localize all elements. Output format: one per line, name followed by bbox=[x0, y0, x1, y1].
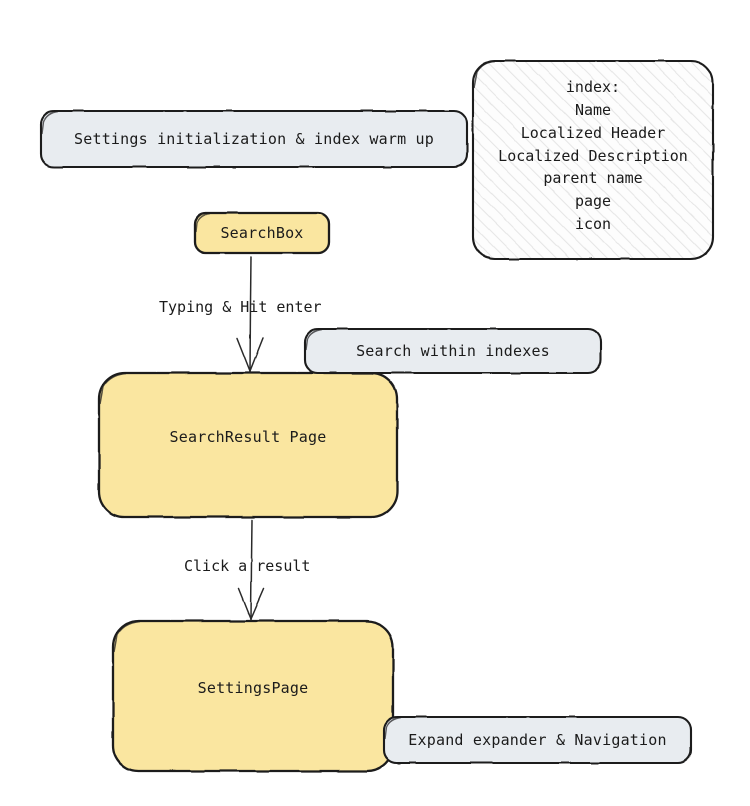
node-expand-expander-navigation-label: Expand expander & Navigation bbox=[408, 730, 667, 749]
node-index-field-list: index: Name Localized Header Localized D… bbox=[498, 76, 688, 236]
node-searchresult-page[interactable]: SearchResult Page bbox=[96, 370, 400, 520]
node-settings-initialization[interactable]: Settings initialization & index warm up bbox=[38, 108, 470, 170]
index-line-icon: icon bbox=[574, 214, 612, 233]
node-search-within-indexes-label: Search within indexes bbox=[356, 341, 550, 360]
index-line-parent-name: parent name bbox=[543, 169, 643, 188]
node-searchbox-label: SearchBox bbox=[220, 223, 304, 242]
node-searchresult-page-shape bbox=[97, 371, 399, 519]
node-searchresult-page-label: SearchResult Page bbox=[169, 427, 327, 446]
node-settings-initialization-label: Settings initialization & index warm up bbox=[74, 129, 434, 148]
index-line-name: Name bbox=[574, 101, 612, 119]
edge-searchresult-to-settingspage bbox=[238, 519, 265, 621]
node-expand-expander-navigation-shape bbox=[382, 715, 693, 765]
index-line-localized-header: Localized Header bbox=[520, 123, 666, 142]
node-settings-initialization-shape bbox=[39, 109, 469, 169]
index-line-localized-description: Localized Description bbox=[498, 146, 688, 165]
edge-searchbox-to-searchresult bbox=[236, 256, 264, 373]
edge-label-click-a-result: Click a result bbox=[184, 557, 311, 575]
node-settingspage-label: SettingsPage bbox=[197, 678, 309, 697]
node-expand-expander-navigation[interactable]: Expand expander & Navigation bbox=[381, 714, 694, 766]
node-searchbox[interactable]: SearchBox bbox=[192, 210, 332, 256]
index-line-page: page bbox=[574, 192, 612, 211]
index-line-title: index: bbox=[565, 78, 621, 97]
node-settingspage[interactable]: SettingsPage bbox=[110, 618, 396, 774]
node-searchbox-shape bbox=[193, 211, 331, 255]
node-settingspage-shape bbox=[111, 619, 395, 773]
edge-label-typing-hit-enter: Typing & Hit enter bbox=[159, 298, 322, 316]
node-index-shape bbox=[471, 59, 715, 261]
node-search-within-indexes-shape bbox=[303, 327, 603, 375]
node-index[interactable]: index: Name Localized Header Localized D… bbox=[470, 58, 716, 262]
node-search-within-indexes[interactable]: Search within indexes bbox=[302, 326, 604, 376]
